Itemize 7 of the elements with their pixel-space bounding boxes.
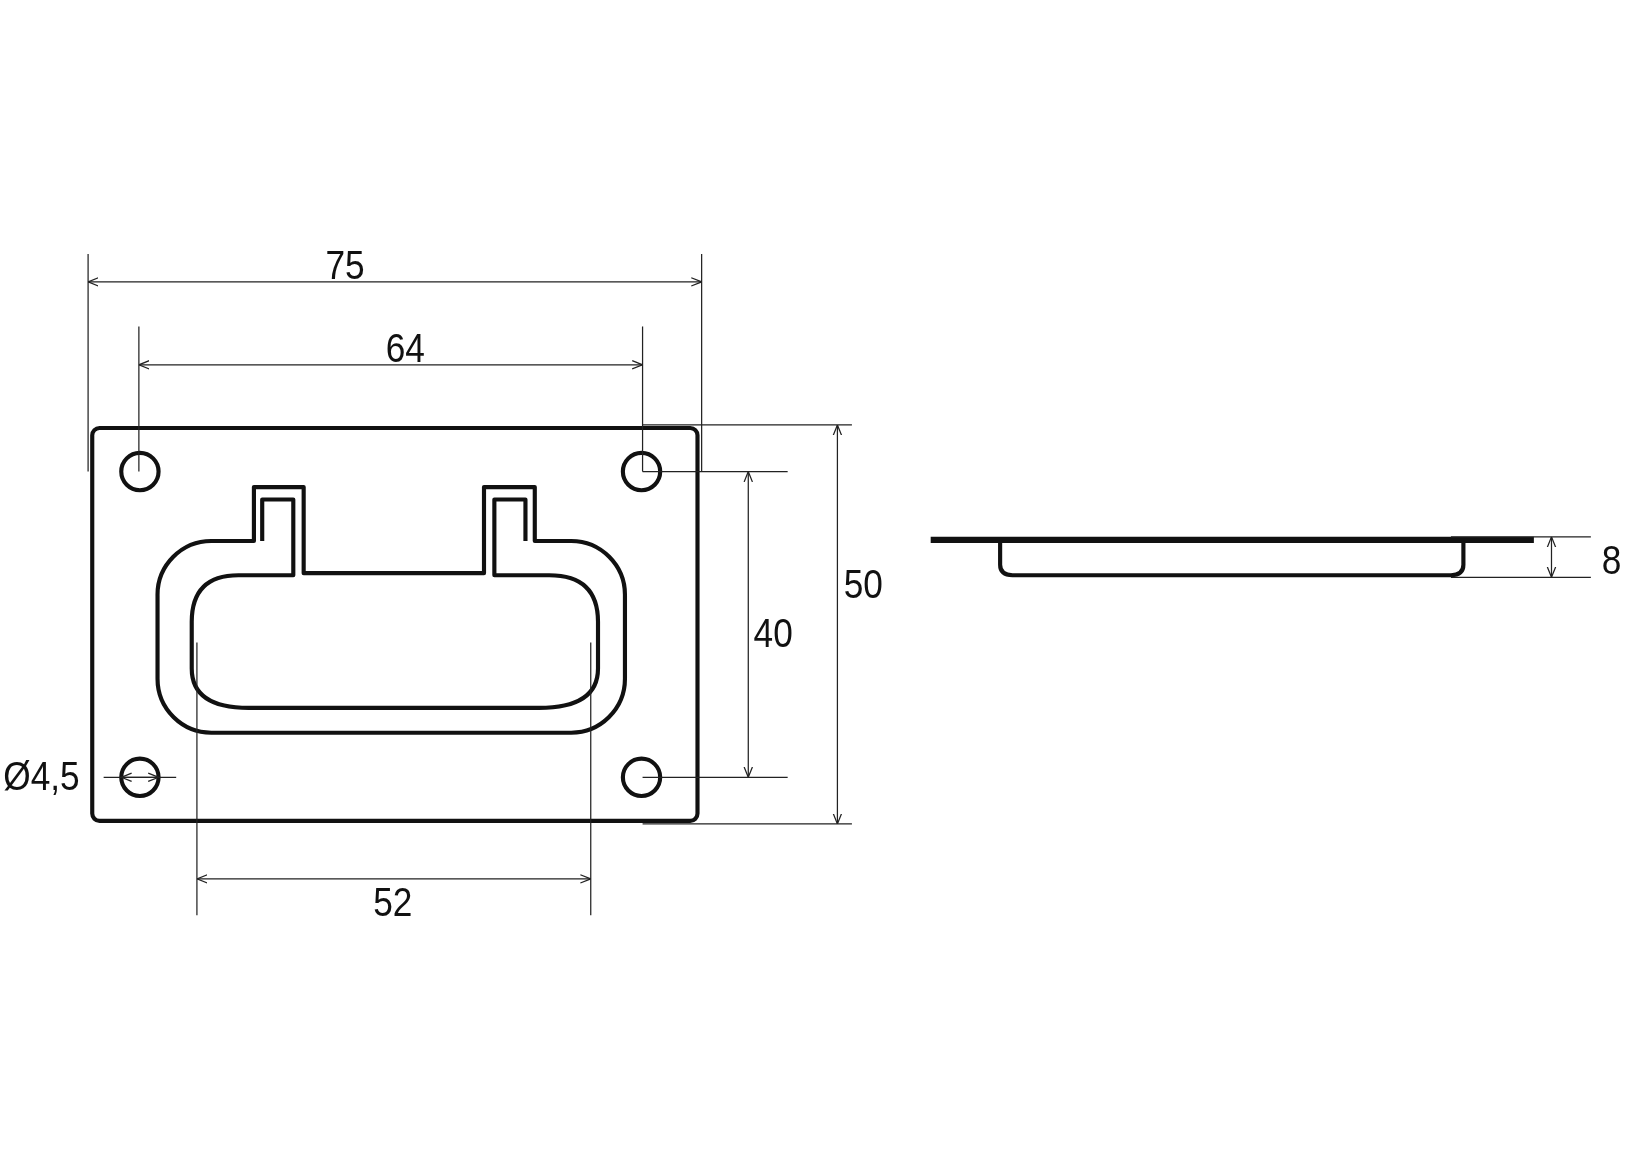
dimension-value: 75 bbox=[325, 243, 365, 285]
dimension-value: 8 bbox=[1601, 538, 1622, 581]
dimension-value: 50 bbox=[843, 562, 883, 605]
dimension-value: 64 bbox=[385, 326, 425, 368]
dimension-value: Ø4,5 bbox=[3, 754, 80, 796]
dimension-value: 40 bbox=[753, 611, 793, 653]
dimension-value: 52 bbox=[373, 880, 413, 923]
